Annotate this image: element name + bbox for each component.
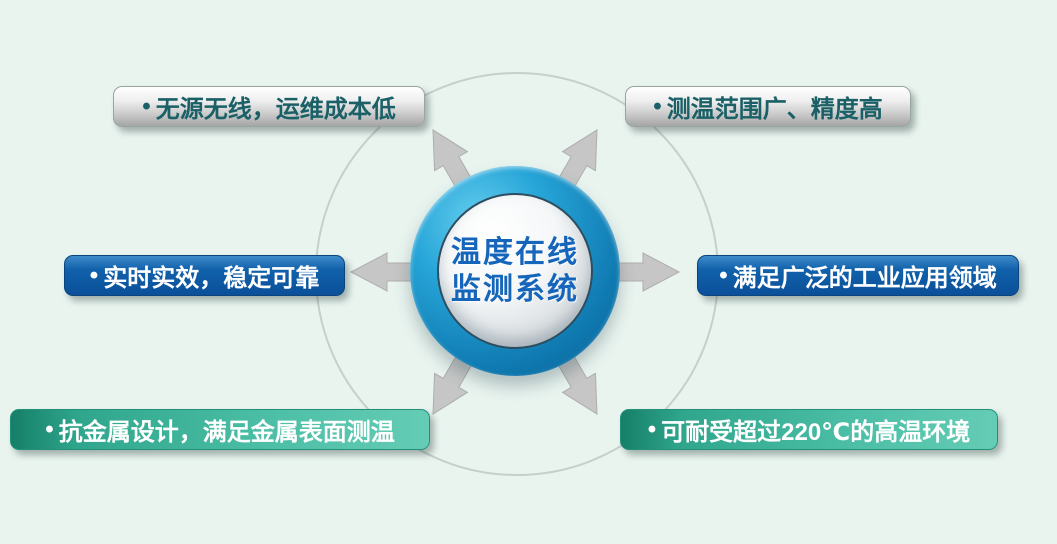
feature-label: 测温范围广、精度高 (666, 96, 883, 123)
center-sphere-inner: 温度在线 监测系统 (437, 193, 593, 349)
feature-label: 抗金属设计，满足金属表面测温 (58, 419, 395, 446)
center-title: 温度在线 监测系统 (451, 234, 579, 309)
bullet-icon: • (142, 92, 151, 120)
feature-label: 无源无线，运维成本低 (155, 96, 396, 123)
feature-box-top-right: • 测温范围广、精度高 (625, 86, 911, 127)
bullet-icon: • (89, 261, 99, 289)
feature-box-middle-left: • 实时实效，稳定可靠 (64, 255, 345, 296)
feature-box-top-left: • 无源无线，运维成本低 (113, 86, 425, 127)
feature-label: 满足广泛的工业应用领域 (732, 265, 997, 292)
bullet-icon: • (647, 415, 657, 443)
feature-box-bottom-left: • 抗金属设计，满足金属表面测温 (10, 409, 430, 450)
feature-box-bottom-right: • 可耐受超过220℃的高温环境 (620, 409, 998, 450)
feature-label: 实时实效，稳定可靠 (103, 265, 320, 292)
bullet-icon: • (653, 92, 662, 120)
bullet-icon: • (45, 415, 54, 443)
bullet-icon: • (719, 261, 728, 289)
center-title-line2: 监测系统 (451, 273, 579, 306)
feature-box-middle-right: • 满足广泛的工业应用领域 (697, 255, 1019, 296)
center-title-line1: 温度在线 (451, 235, 579, 269)
feature-label: 可耐受超过220℃的高温环境 (661, 419, 971, 446)
center-sphere: 温度在线 监测系统 (410, 166, 620, 376)
